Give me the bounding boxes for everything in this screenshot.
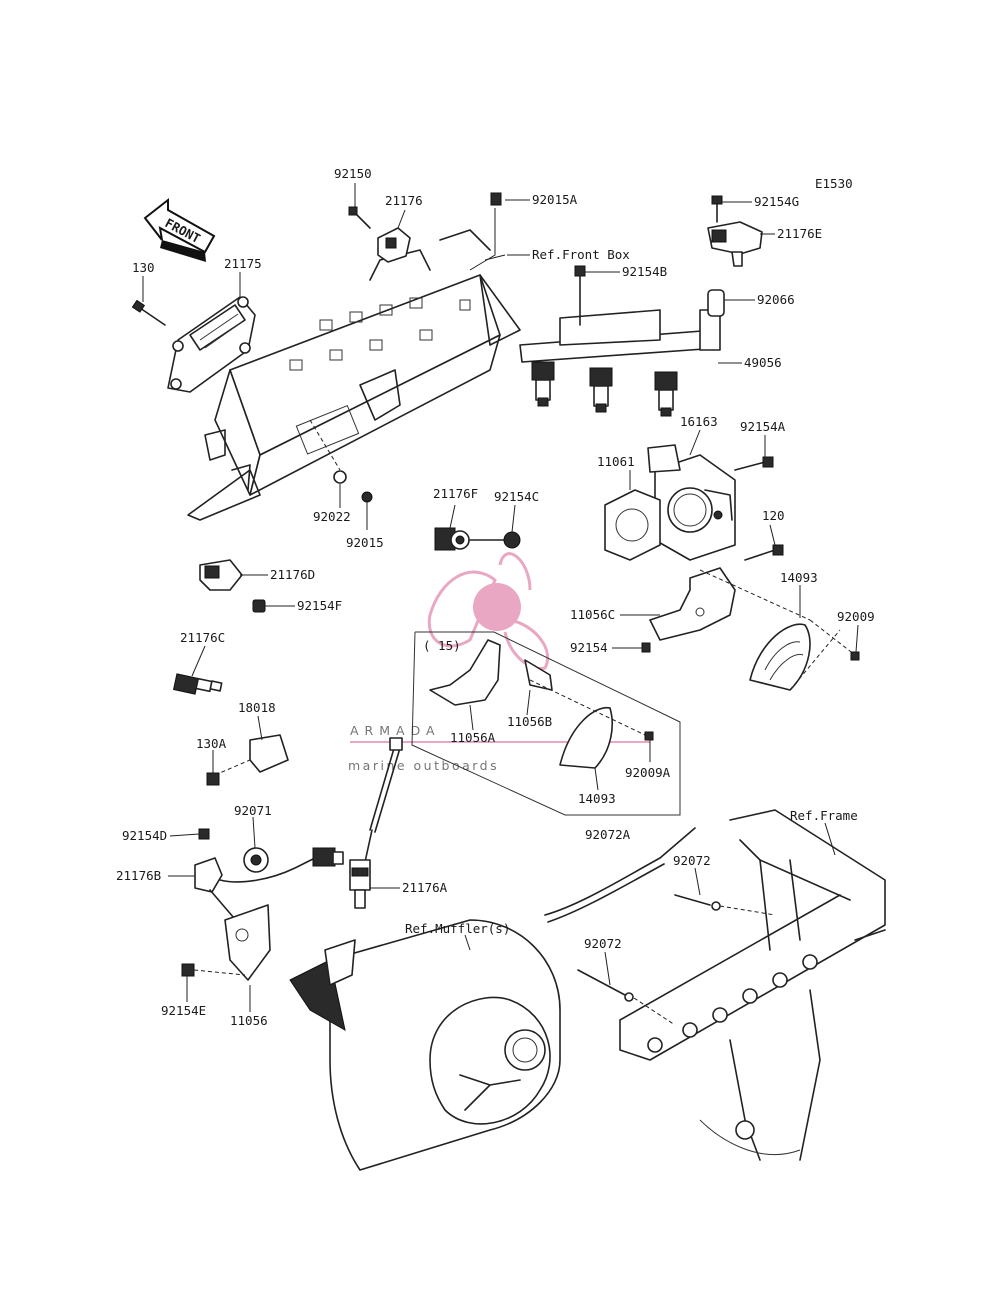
fuel-rail-49056 [519,309,721,417]
group-15-box: ( 15) [411,631,681,816]
cover-14093-upper [749,623,811,691]
ref-mufflers-label: Ref.Muffler(s) [405,921,510,936]
bolt-92154b [574,265,586,326]
part-label: 92009A [625,765,671,780]
leader-lines [142,183,859,1012]
part-label: 11056B [507,714,552,729]
bracket-18018 [214,734,289,776]
part-label: 130 [132,260,155,275]
part-label: 92154C [494,489,539,504]
part-label: 92154G [754,194,799,209]
part-label: 49056 [744,355,782,370]
armada-watermark: ARMADA marine outboards [348,552,650,773]
part-label: 120 [762,508,785,523]
part-label: 14093 [578,791,616,806]
part-label: 92154F [297,598,342,613]
sensor-21176a [349,737,403,909]
bolt-92154e [181,963,246,977]
part-label: 92072 [673,853,711,868]
bolt-92154 [641,642,651,653]
part-label: 21176C [180,630,225,645]
diagram-labels: E1530 Ref.Front Box Ref.Frame Ref.Muffle… [116,166,875,1028]
part-label: 11056C [570,607,615,622]
sensor-21176b [194,847,344,926]
part-label: 14093 [780,570,818,585]
ecu-21175 [167,296,256,393]
nut-92015a [490,192,502,206]
diagram-code: E1530 [815,176,853,191]
part-label: 92015A [532,192,578,207]
cable-tie-92072-lower [577,969,676,1026]
ref-front-box-label: Ref.Front Box [532,247,630,262]
throttle-body-16163 [647,444,736,561]
part-label: 92154E [161,1003,206,1018]
muffler [289,919,561,1171]
bracket-11056c [649,567,736,641]
front-arrow-icon: FRONT [143,197,216,262]
bolt-120 [744,544,784,561]
part-label: 92066 [757,292,795,307]
cap-92066 [707,289,725,317]
part-label: 130A [196,736,227,751]
part-label: 21176F [433,486,478,501]
sensor-21176f [434,527,506,551]
sensor-21176e [707,195,763,267]
part-label: 21176D [270,567,315,582]
propeller-logo-icon [427,552,549,671]
gasket-11061 [604,489,661,561]
nut-92015 [361,491,373,503]
nut-92154c [503,531,521,549]
part-label: 11056 [230,1013,268,1028]
part-label: 18018 [238,700,276,715]
sensor-21176c [172,673,223,695]
injector-1 [531,361,555,407]
injector-3 [654,371,678,417]
bracket-11056 [224,904,271,981]
part-label: 11061 [597,454,635,469]
part-label: 21175 [224,256,262,271]
part-label: 92009 [837,609,875,624]
part-label: 92154A [740,419,786,434]
bolt-130 [131,299,166,326]
part-label: 92022 [313,509,351,524]
bolt-92154d [198,828,210,840]
bolt-92154a [734,456,774,471]
ref-frame-label: Ref.Frame [790,808,858,823]
sensor-bracket-21176 [348,206,411,263]
front-box-panel [187,229,521,521]
part-label: 21176E [777,226,822,241]
bolt-130a [206,772,220,786]
cable-tie-92072a [544,827,696,923]
watermark-brand: ARMADA [350,723,441,738]
part-label: 92015 [346,535,384,550]
grommet-92071-inner [250,854,262,866]
cable-tie-92072-upper [674,894,776,916]
part-label: 92150 [334,166,372,181]
sensor-21176d [199,559,243,591]
watermark-tagline: marine outboards [348,758,499,773]
part-label: 92154D [122,828,167,843]
part-label: 11056A [450,730,496,745]
injector-2 [589,367,613,413]
part-label: 92154B [622,264,667,279]
part-label: 92072 [584,936,622,951]
part-label: 92072A [585,827,631,842]
washer-92022 [309,419,347,484]
group-label: ( 15) [423,638,461,653]
part-label: 21176 [385,193,423,208]
part-label: 21176B [116,868,161,883]
frame [619,809,886,1161]
bolt-92154f [252,599,266,613]
part-label: 16163 [680,414,718,429]
part-label: 21176A [402,880,448,895]
part-label: 92154 [570,640,608,655]
part-label: 92071 [234,803,272,818]
bolt-92009 [850,651,860,661]
